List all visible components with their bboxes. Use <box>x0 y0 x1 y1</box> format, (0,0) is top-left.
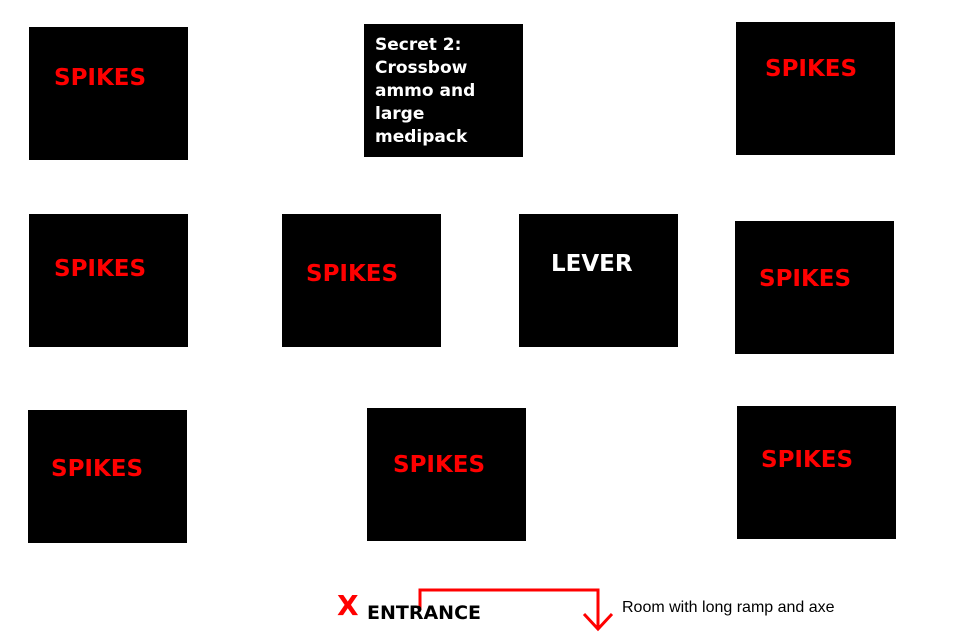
room-spikes-mid-center: SPIKES <box>282 214 441 347</box>
room-lever: LEVER <box>519 214 678 347</box>
spikes-label: SPIKES <box>54 256 147 282</box>
spikes-label: SPIKES <box>765 56 858 82</box>
spikes-label: SPIKES <box>393 452 486 478</box>
entrance-label: ENTRANCE <box>367 602 481 624</box>
room-spikes-mid-right: SPIKES <box>735 221 894 354</box>
exit-path-line <box>418 588 600 628</box>
room-spikes-top-right: SPIKES <box>736 22 895 155</box>
exit-room-label: Room with long ramp and axe <box>622 599 835 616</box>
room-spikes-bottom-center: SPIKES <box>367 408 526 541</box>
room-spikes-bottom-right: SPIKES <box>737 406 896 539</box>
secret-2-label: Secret 2: Crossbow ammo and large medipa… <box>375 35 476 147</box>
spikes-label: SPIKES <box>306 261 399 287</box>
entrance-marker-icon: X <box>337 589 359 622</box>
room-spikes-top-left: SPIKES <box>29 27 188 160</box>
exit-arrowhead <box>582 612 614 632</box>
spikes-label: SPIKES <box>54 65 147 91</box>
spikes-label: SPIKES <box>761 447 854 473</box>
lever-label: LEVER <box>551 251 633 277</box>
room-spikes-mid-left: SPIKES <box>29 214 188 347</box>
room-spikes-bottom-left: SPIKES <box>28 410 187 543</box>
spikes-label: SPIKES <box>51 456 144 482</box>
spikes-label: SPIKES <box>759 266 852 292</box>
room-secret-2: Secret 2: Crossbow ammo and large medipa… <box>364 24 523 157</box>
